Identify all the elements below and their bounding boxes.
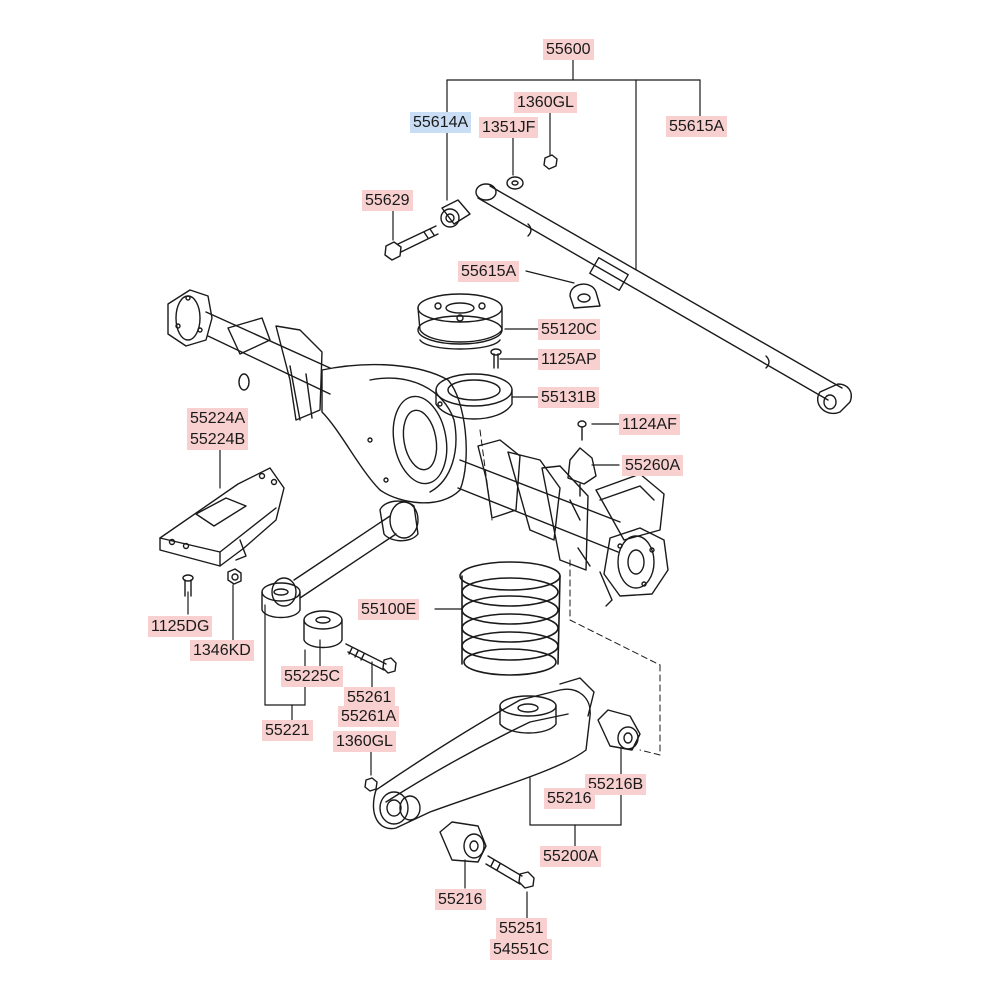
bolt-55629 [384,225,439,261]
part-label-1124AF[interactable]: 1124AF [619,414,680,435]
part-label-1125AP[interactable]: 1125AP [538,349,600,370]
bushing-55216B [597,709,641,751]
bolt-55261 [345,643,397,674]
part-label-1360GL-low[interactable]: 1360GL [333,731,396,752]
washer-1351JF [506,176,524,190]
part-label-54551C[interactable]: 54551C [490,939,553,960]
bushing-55216-low [439,821,487,863]
nut-1346KD [227,568,242,585]
part-label-55224A[interactable]: 55224A [187,408,249,429]
bushing-55614A [440,199,471,228]
spring-seat-55120C [417,293,503,350]
part-label-55615A-mid[interactable]: 55615A [458,261,520,282]
bushing-55225C [303,610,343,649]
part-label-1351JF[interactable]: 1351JF [479,117,539,138]
bolt-1124AF [577,420,587,441]
nut-1360GL-low [364,777,378,792]
lower-arm-55200A [372,677,595,830]
bolt-1125AP [490,348,502,369]
part-label-55200A[interactable]: 55200A [540,846,602,867]
part-label-1125DG[interactable]: 1125DG [148,616,213,637]
part-label-55221[interactable]: 55221 [262,720,313,741]
part-label-55120C[interactable]: 55120C [538,319,601,340]
part-label-55216B[interactable]: 55216B [585,774,647,795]
part-label-55100E[interactable]: 55100E [358,599,420,620]
part-label-55225C[interactable]: 55225C [281,666,344,687]
part-label-55615A-top[interactable]: 55615A [666,116,728,137]
bump-stopper-55260A [567,447,597,497]
leader-lines [187,59,701,919]
bolt-55251 [485,855,535,889]
part-label-1346KD[interactable]: 1346KD [190,640,254,661]
part-label-55260A[interactable]: 55260A [622,455,684,476]
part-label-55251[interactable]: 55251 [496,918,547,939]
part-label-55600[interactable]: 55600 [543,39,594,60]
upper-arm-55221 [271,500,419,607]
spring-pad-55131B [435,373,513,420]
axle-housing [167,289,669,607]
bushing-55221 [261,582,301,619]
part-label-55614A[interactable]: 55614A [410,112,472,133]
nut-1360GL-top [543,154,558,170]
part-label-55216-mid[interactable]: 55216 [544,788,595,809]
mount-bracket-55615A [569,283,601,309]
part-label-55131B[interactable]: 55131B [538,387,600,408]
part-label-55261A[interactable]: 55261A [338,706,400,727]
bracket-55224 [159,467,285,567]
part-label-55216-low[interactable]: 55216 [435,889,486,910]
part-label-55224B[interactable]: 55224B [187,429,249,450]
part-label-55629[interactable]: 55629 [362,190,413,211]
coil-spring-55100E [459,561,561,676]
part-label-55261[interactable]: 55261 [344,687,395,708]
bolt-1125DG [182,574,194,597]
part-label-1360GL-top[interactable]: 1360GL [514,92,577,113]
lateral-rod [475,183,852,415]
